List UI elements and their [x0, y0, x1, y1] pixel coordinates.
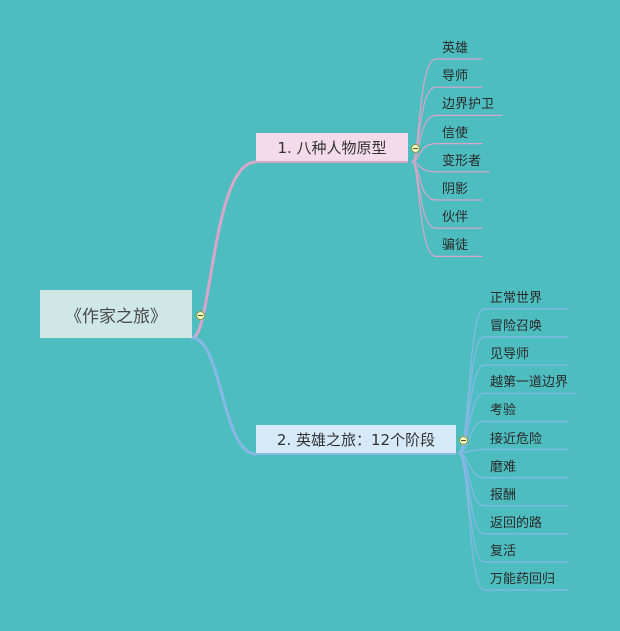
stage-item[interactable]: 万能药回归 [490, 572, 556, 587]
stage-item[interactable]: 考验 [490, 403, 517, 419]
collapse-archetypes-icon[interactable] [411, 144, 420, 153]
collapse-root-icon[interactable] [196, 311, 205, 320]
stage-item[interactable]: 正常世界 [490, 291, 543, 306]
stage-item[interactable]: 接近危险 [490, 431, 543, 447]
archetype-item[interactable]: 边界护卫 [442, 97, 495, 113]
archetype-connector [411, 114, 503, 163]
branch-archetypes[interactable]: 1. 八种人物原型 [256, 133, 408, 163]
stage-connector [457, 336, 569, 454]
connector-root-archetypes [190, 160, 258, 340]
root-topic[interactable]: 《作家之旅》 [40, 290, 192, 338]
stage-item[interactable]: 越第一道边界 [490, 375, 569, 391]
stage-item[interactable]: 复活 [490, 543, 517, 559]
stage-connector [457, 364, 569, 454]
stage-connector [457, 392, 577, 454]
archetype-item[interactable]: 阴影 [442, 182, 469, 197]
stage-connector [457, 452, 569, 591]
stage-item[interactable]: 见导师 [490, 347, 530, 363]
archetype-item[interactable]: 信使 [442, 125, 469, 141]
stage-connector [457, 420, 569, 454]
stage-item[interactable]: 磨难 [490, 459, 517, 475]
archetype-item[interactable]: 英雄 [442, 41, 469, 56]
collapse-journey-icon[interactable] [459, 436, 468, 445]
connector-root-journey [190, 336, 258, 456]
stage-item[interactable]: 冒险召唤 [490, 319, 543, 335]
stage-item[interactable]: 报酬 [490, 487, 517, 503]
archetype-item[interactable]: 变形者 [442, 153, 482, 169]
archetype-item[interactable]: 伙伴 [442, 210, 469, 226]
archetype-item[interactable]: 骗徒 [442, 238, 469, 254]
archetype-item[interactable]: 导师 [442, 69, 469, 85]
archetype-connector [411, 161, 483, 257]
branch-heros-journey[interactable]: 2. 英雄之旅：12个阶段 [256, 425, 456, 455]
archetype-connector [411, 143, 483, 163]
stage-item[interactable]: 返回的路 [490, 515, 543, 531]
stage-connector [457, 448, 569, 454]
